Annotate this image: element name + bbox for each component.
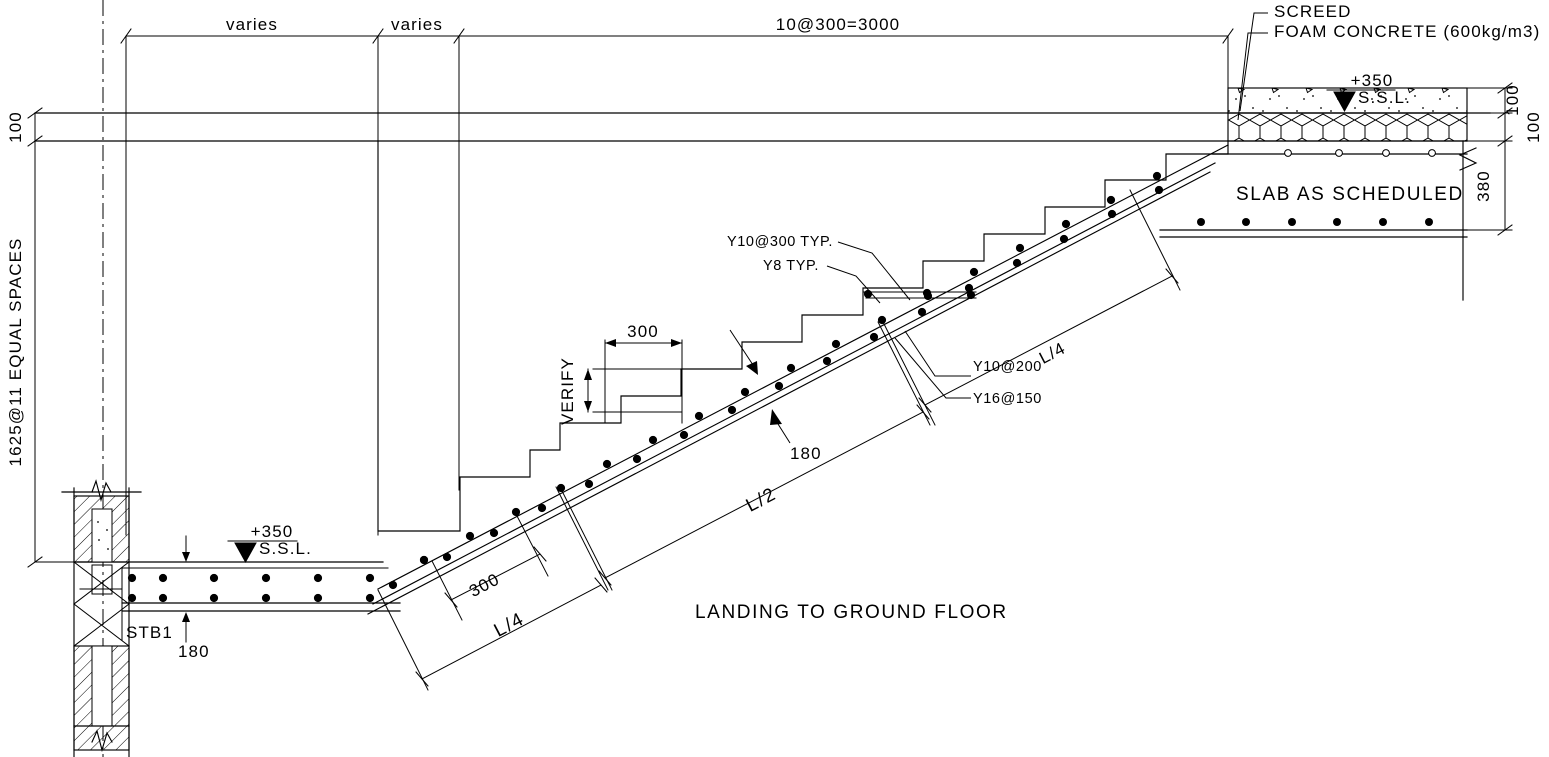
waist-to-slab-lap-bars — [1159, 229, 1311, 238]
column-upper-core — [91, 508, 113, 563]
dim-landing-thickness: 180 — [178, 642, 210, 661]
nosing-pointer — [729, 329, 758, 375]
level-marker-landing: +350 S.S.L. — [227, 522, 312, 564]
right-dimension-chain: 100 100 380 — [1466, 82, 1543, 236]
step-bar-detail — [862, 288, 977, 300]
level-marker-top: +350 S.S.L. — [1326, 71, 1411, 113]
waist-secondary-bars — [388, 185, 1164, 590]
label-y8: Y8 TYP. — [763, 258, 819, 274]
level-value-top: +350 — [1351, 71, 1394, 90]
label-foam-concrete: FOAM CONCRETE (600kg/m3) — [1274, 22, 1540, 41]
landing-slab — [73, 555, 429, 612]
stair-waist — [367, 144, 1229, 615]
ssl-label-landing: S.S.L. — [259, 539, 312, 558]
dim-foam-thickness: 100 — [1524, 111, 1543, 143]
dim-top-run: 10@300=3000 — [776, 15, 900, 34]
dim-slab-depth: 380 — [1474, 170, 1493, 202]
dim-varies-1: varies — [226, 15, 278, 34]
going-verify-dims: 300 VERIFY — [558, 322, 683, 425]
label-y10-300: Y10@300 TYP. — [727, 234, 833, 250]
ssl-label-top: S.S.L. — [1358, 88, 1411, 107]
label-beam-mark: STB1 — [126, 623, 173, 642]
break-line-right — [1458, 147, 1478, 171]
slab-bottom-bars — [1197, 218, 1433, 226]
label-screed: SCREED — [1274, 2, 1351, 21]
dim-varies-2: varies — [391, 15, 443, 34]
level-value-landing: +350 — [251, 522, 294, 541]
column-lower-core — [91, 645, 113, 727]
dim-left-slab-thickness: 100 — [6, 111, 25, 143]
label-verify: VERIFY — [558, 357, 577, 425]
label-waist-180: 180 — [790, 444, 822, 463]
column-support — [61, 479, 142, 757]
upper-slab-body: SLAB AS SCHEDULED — [1159, 140, 1468, 301]
dim-going-upper: 300 — [627, 322, 659, 341]
dim-riser-equal-spaces: 1625@11 EQUAL SPACES — [6, 238, 25, 467]
landing-top-bars — [127, 555, 429, 583]
slab-top-bars — [1284, 149, 1436, 157]
landing-bottom-bars — [127, 593, 375, 603]
step-profile — [377, 140, 1229, 532]
label-slab-as-scheduled: SLAB AS SCHEDULED — [1236, 184, 1464, 205]
label-y16-150: Y16@150 — [973, 391, 1042, 407]
buildup-annotations: SCREED FOAM CONCRETE (600kg/m3) — [1237, 2, 1540, 121]
waist-thickness-callout: 180 — [770, 409, 822, 463]
column-joint-cross — [73, 561, 130, 647]
dim-screed-thickness: 100 — [1503, 84, 1522, 116]
foam-concrete-layer — [1227, 112, 1468, 142]
waist-main-bars — [419, 171, 1162, 565]
bar-callout-y10-300: Y10@300 TYP. — [727, 234, 911, 301]
drawing-title: LANDING TO GROUND FLOOR — [695, 602, 1008, 623]
landing-thickness-dim: 180 — [178, 535, 210, 661]
bar-callout-y16-150: Y16@150 — [894, 337, 1042, 407]
